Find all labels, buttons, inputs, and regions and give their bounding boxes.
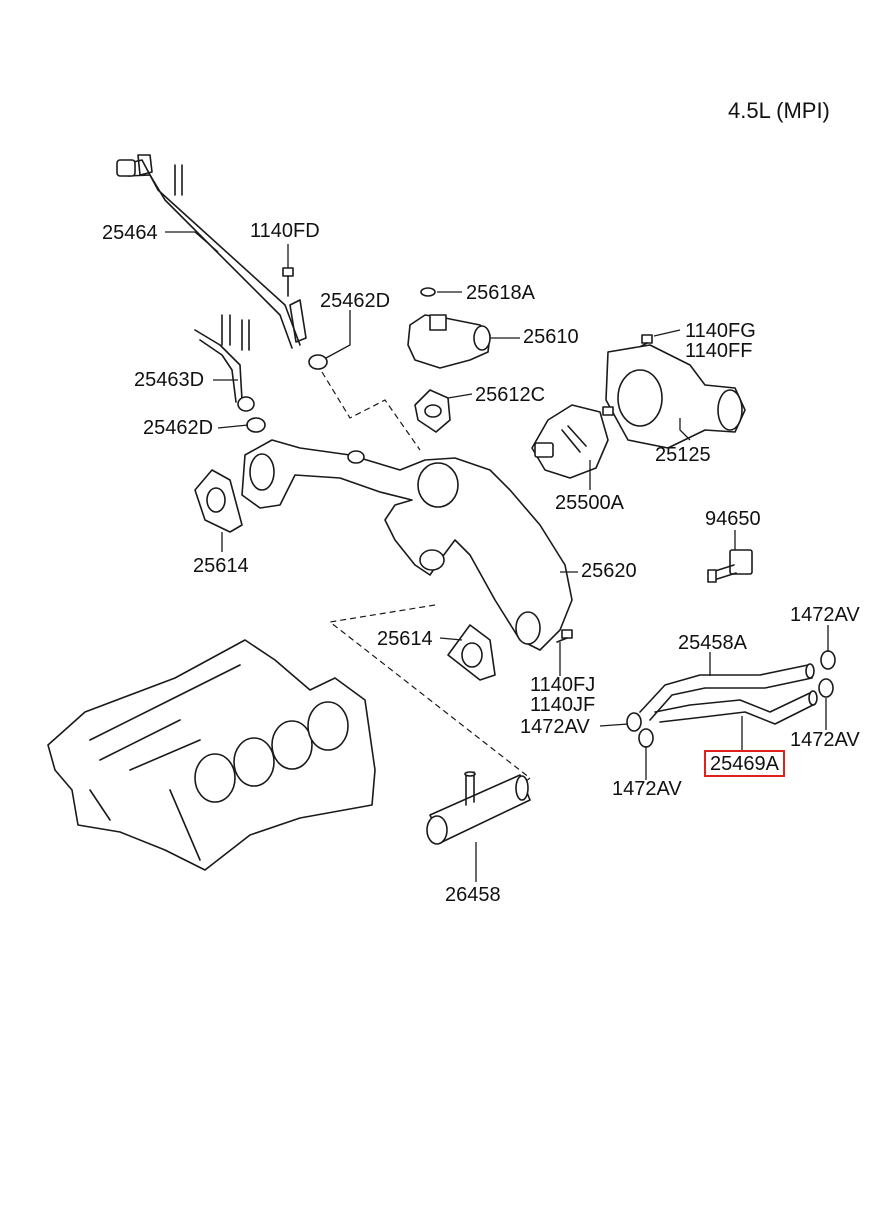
part-label-25463D[interactable]: 25463D (134, 369, 205, 391)
bolt-1140FJ[interactable] (556, 629, 573, 643)
part-label-25125[interactable]: 25125 (655, 444, 711, 466)
part-label-1140FG[interactable]: 1140FG (685, 320, 756, 342)
part-label-25469A-highlighted[interactable]: 25469A (704, 750, 785, 777)
part-label-25620[interactable]: 25620 (581, 560, 637, 582)
water-inlet-25125[interactable] (605, 344, 746, 449)
water-manifold-25620[interactable] (241, 439, 573, 651)
part-label-1140JF[interactable]: 1140JF (530, 694, 596, 716)
part-label-1140FD[interactable]: 1140FD (250, 220, 320, 242)
temp-sensor-94650[interactable] (707, 549, 753, 583)
part-label-1472AV-left[interactable]: 1472AV (520, 716, 590, 738)
water-pump-25500A[interactable] (531, 404, 614, 479)
bolt-1140FD[interactable] (282, 267, 294, 297)
part-label-25458A[interactable]: 25458A (678, 632, 747, 654)
gasket-25614-left[interactable] (194, 469, 243, 533)
hose-25458A[interactable] (639, 663, 815, 721)
part-label-1472AV-top-right[interactable]: 1472AV (790, 604, 860, 626)
coolant-pipe-26458[interactable] (426, 771, 531, 845)
gasket-25462D-lower[interactable] (246, 417, 266, 433)
part-label-25462D-lower[interactable]: 25462D (143, 417, 214, 439)
part-label-25612C[interactable]: 25612C (475, 384, 546, 406)
oring-25618A[interactable] (420, 287, 436, 297)
part-label-1140FF[interactable]: 1140FF (685, 340, 753, 362)
part-label-1140FJ[interactable]: 1140FJ (530, 674, 596, 696)
part-label-25610[interactable]: 25610 (523, 326, 579, 348)
part-label-1472AV-bottom[interactable]: 1472AV (612, 778, 682, 800)
part-label-1472AV-right[interactable]: 1472AV (790, 729, 860, 751)
water-pipe-25463D[interactable] (194, 314, 255, 412)
clamp-1472AV[interactable] (626, 650, 836, 748)
part-label-25500A[interactable]: 25500A (555, 492, 624, 514)
hose-25469A[interactable] (654, 690, 818, 725)
leader-lines (165, 231, 829, 882)
part-label-25614-left[interactable]: 25614 (193, 555, 249, 577)
part-label-25614-right[interactable]: 25614 (377, 628, 433, 650)
gasket-25462D-upper[interactable] (308, 354, 328, 370)
gasket-25614-right[interactable] (447, 624, 496, 681)
part-label-25464[interactable]: 25464 (102, 222, 158, 244)
part-label-94650[interactable]: 94650 (705, 508, 761, 530)
part-label-25462D-upper[interactable]: 25462D (320, 290, 391, 312)
thermostat-housing-25610[interactable] (407, 314, 491, 369)
engine-block (47, 639, 376, 871)
engine-spec-title: 4.5L (MPI) (728, 98, 830, 123)
part-label-26458[interactable]: 26458 (445, 884, 501, 906)
water-pipe-25464[interactable] (116, 154, 307, 349)
part-label-25618A[interactable]: 25618A (466, 282, 535, 304)
gasket-25612C[interactable] (414, 389, 451, 433)
